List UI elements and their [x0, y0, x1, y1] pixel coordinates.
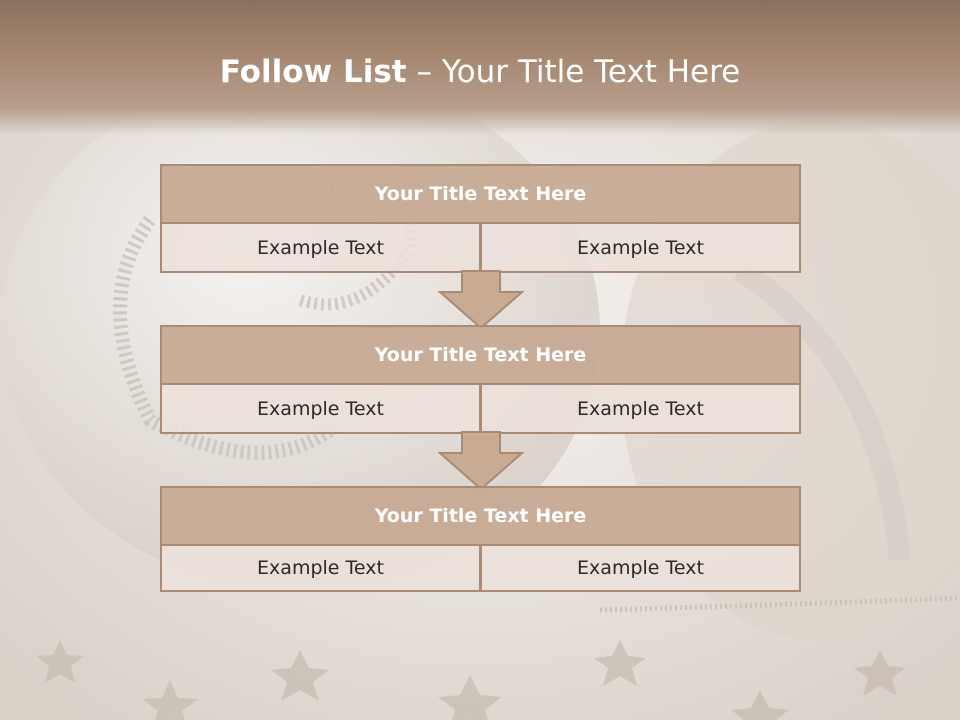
step-cell-right: Example Text: [480, 383, 801, 434]
slide-title-bold: Follow List: [219, 54, 407, 90]
star-icon: [36, 640, 906, 720]
step-title: Your Title Text Here: [160, 164, 801, 224]
down-arrow-icon: [438, 431, 524, 491]
step-block-1: Your Title Text Here Example Text Exampl…: [160, 164, 801, 273]
slide-title: Follow List – Your Title Text Here: [0, 54, 960, 90]
step-block-3: Your Title Text Here Example Text Exampl…: [160, 486, 801, 593]
step-cell-left: Example Text: [160, 222, 481, 273]
step-block-2: Your Title Text Here Example Text Exampl…: [160, 325, 801, 434]
step-title: Your Title Text Here: [160, 325, 801, 385]
step-cell-right: Example Text: [480, 222, 801, 273]
slide-title-rest: – Your Title Text Here: [406, 54, 741, 90]
step-title: Your Title Text Here: [160, 486, 801, 546]
step-cell-left: Example Text: [160, 383, 481, 434]
title-bar: [0, 0, 960, 135]
step-cell-right: Example Text: [480, 544, 801, 592]
step-cell-left: Example Text: [160, 544, 481, 592]
down-arrow-icon: [438, 270, 524, 330]
